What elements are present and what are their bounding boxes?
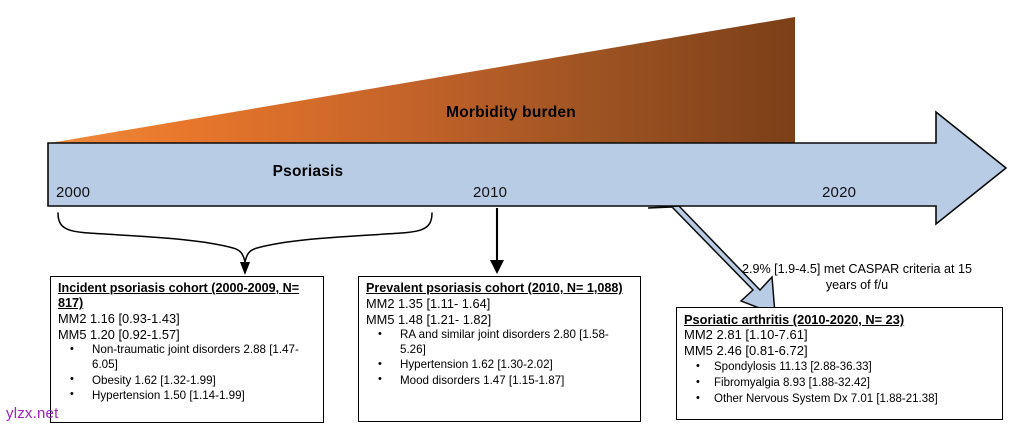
list-item: Mood disorders 1.47 [1.15-1.87] xyxy=(366,372,634,388)
incident-cohort-box: Incident psoriasis cohort (2000-2009, N=… xyxy=(50,276,324,423)
watermark-ylzx-net: ylzx.net xyxy=(6,405,59,422)
caspar-criteria-annotation: 2.9% [1.9-4.5] met CASPAR criteria at 15… xyxy=(741,262,973,292)
psoriatic-arthritis-box: Psoriatic arthritis (2010-2020, N= 23) M… xyxy=(676,307,1003,420)
list-item: RA and similar joint disorders 2.80 [1.5… xyxy=(366,327,634,357)
list-item: Hypertension 1.62 [1.30-2.02] xyxy=(366,357,634,372)
incident-cohort-title: Incident psoriasis cohort (2000-2009, N=… xyxy=(58,281,300,311)
incident-cohort-bullets: Non-traumatic joint disorders 2.88 [1.47… xyxy=(58,342,317,403)
prevalent-cohort-box: Prevalent psoriasis cohort (2010, N= 1,0… xyxy=(358,276,641,422)
psoriatic-arthritis-mm5: MM5 2.46 [0.81-6.72] xyxy=(684,343,808,359)
psoriatic-arthritis-bullets: Spondylosis 11.13 [2.88-36.33] Fibromyal… xyxy=(684,359,996,407)
psa-block-arrow xyxy=(647,205,776,316)
prevalent-cohort-mm2: MM2 1.35 [1.11- 1.64] xyxy=(366,296,491,312)
list-item: Fibromyalgia 8.93 [1.88-32.42] xyxy=(684,375,996,391)
prevalent-cohort-mm5: MM5 1.48 [1.21- 1.82] xyxy=(366,311,492,327)
psoriasis-label: Psoriasis xyxy=(272,163,344,180)
list-item: Spondylosis 11.13 [2.88-36.33] xyxy=(684,359,996,375)
list-item: Hypertension 1.50 [1.14-1.99] xyxy=(58,387,317,403)
prevalent-cohort-bullets: RA and similar joint disorders 2.80 [1.5… xyxy=(366,327,634,388)
timeline-year-2000: 2000 xyxy=(56,184,91,201)
timeline-arrow xyxy=(47,110,1008,226)
morbidity-burden-wedge xyxy=(50,17,795,143)
morbidity-burden-label: Morbidity burden xyxy=(446,104,576,121)
psoriatic-arthritis-mm2: MM2 2.81 [1.10-7.61] xyxy=(684,327,808,343)
incident-cohort-mm5: MM5 1.20 [0.92-1.57] xyxy=(58,326,180,342)
incident-cohort-mm2: MM2 1.16 [0.93-1.43] xyxy=(58,311,180,327)
psoriatic-arthritis-title: Psoriatic arthritis (2010-2020, N= 23) xyxy=(684,312,905,327)
brace-incident-cohort-arrowhead xyxy=(240,262,250,275)
list-item: Non-traumatic joint disorders 2.88 [1.47… xyxy=(58,342,317,372)
brace-incident-cohort xyxy=(57,212,433,263)
connector-prevalent-cohort-arrowhead xyxy=(490,260,504,274)
timeline-year-2010: 2010 xyxy=(473,184,508,201)
timeline-year-2020: 2020 xyxy=(822,184,857,201)
list-item: Other Nervous System Dx 7.01 [1.88-21.38… xyxy=(684,391,996,407)
prevalent-cohort-title: Prevalent psoriasis cohort (2010, N= 1,0… xyxy=(366,281,623,295)
list-item: Obesity 1.62 [1.32-1.99] xyxy=(58,372,317,388)
